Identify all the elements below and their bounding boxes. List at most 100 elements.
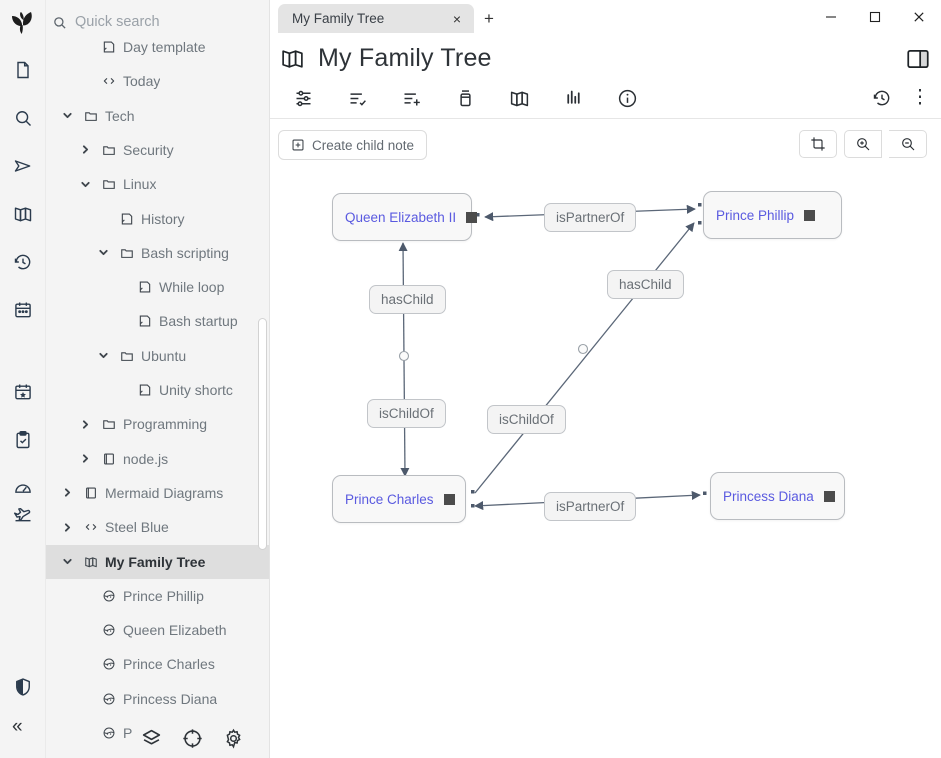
tree-item-label: Linux	[123, 176, 157, 193]
tree-item-tech[interactable]: Tech	[46, 99, 269, 133]
minimize-button[interactable]	[809, 0, 853, 33]
tree-item-day-template[interactable]: Day template	[46, 30, 269, 64]
edge-label-e2[interactable]: hasChild	[369, 285, 446, 314]
note-paths-button[interactable]	[438, 79, 492, 117]
tree-item-label: Mermaid Diagrams	[105, 484, 224, 501]
note-info-button[interactable]	[600, 79, 654, 117]
tree-item-programming[interactable]: Programming	[46, 407, 269, 441]
person-icon	[100, 692, 117, 706]
search-icon[interactable]	[7, 102, 39, 134]
note-page-icon[interactable]	[7, 54, 39, 86]
edge-label-e4[interactable]: isChildOf	[367, 399, 446, 428]
tree-item-label: Programming	[123, 416, 208, 433]
chevron-down-icon[interactable]	[58, 556, 76, 567]
tree-item-history[interactable]: History	[46, 202, 269, 236]
book-map-icon	[82, 555, 99, 569]
chevron-right-icon[interactable]	[76, 453, 94, 464]
note-type-square-icon	[804, 209, 816, 221]
graph-node-phillip[interactable]: Prince Phillip	[703, 191, 842, 239]
tree-item-prince-phillip[interactable]: Prince Phillip	[46, 579, 269, 613]
tree-scrollbar[interactable]	[258, 318, 267, 550]
quick-search-bar[interactable]: Quick search	[46, 0, 269, 44]
close-button[interactable]	[897, 0, 941, 33]
tree-item-security[interactable]: Security	[46, 133, 269, 167]
chevron-right-icon[interactable]	[76, 419, 94, 430]
note-revisions-button[interactable]	[867, 83, 897, 113]
clipboard-check-icon[interactable]	[7, 424, 39, 456]
owned-attributes-button[interactable]	[330, 79, 384, 117]
code-icon	[100, 74, 117, 88]
page-title[interactable]: My Family Tree	[318, 43, 492, 72]
main-content: My Family Tree × + My Family Tree	[270, 0, 941, 758]
zoom-in-button[interactable]	[844, 130, 882, 158]
tab-my-family-tree[interactable]: My Family Tree ×	[278, 4, 474, 33]
note-actions-menu[interactable]: ⋮	[905, 83, 935, 113]
tree-item-p[interactable]: P	[46, 716, 269, 750]
tree-item-ubuntu[interactable]: Ubuntu	[46, 339, 269, 373]
book-map-icon[interactable]	[280, 46, 305, 71]
layers-icon[interactable]	[141, 728, 162, 749]
edge-label-e1[interactable]: isPartnerOf	[544, 203, 637, 232]
new-tab-button[interactable]: +	[484, 9, 494, 28]
ribbon-right-buttons: ⋮	[867, 78, 935, 118]
edge-label-e5[interactable]: isChildOf	[487, 405, 566, 434]
similar-notes-button[interactable]	[546, 79, 600, 117]
tree-item-prince-charles[interactable]: Prince Charles	[46, 647, 269, 681]
chevron-down-icon[interactable]	[76, 179, 94, 190]
note-map-button[interactable]	[492, 79, 546, 117]
tree-item-today[interactable]: Today	[46, 64, 269, 98]
crosshair-icon[interactable]	[182, 728, 203, 749]
chevron-down-icon[interactable]	[94, 247, 112, 258]
book-map-icon[interactable]	[7, 198, 39, 230]
gauge-icon[interactable]	[7, 472, 39, 504]
chevron-right-icon[interactable]	[76, 144, 94, 155]
chevron-down-icon[interactable]	[94, 350, 112, 361]
edge-label-e3[interactable]: hasChild	[607, 270, 684, 299]
note-type-square-icon	[466, 211, 478, 223]
chevron-down-icon[interactable]	[58, 110, 76, 121]
graph-node-charles[interactable]: Prince Charles	[332, 475, 466, 523]
tree-item-label: While loop	[159, 279, 225, 296]
tree-item-princess-diana[interactable]: Princess Diana	[46, 682, 269, 716]
tree-item-bash-scripting[interactable]: Bash scripting	[46, 236, 269, 270]
tree-item-unity-shortc[interactable]: Unity shortc	[46, 373, 269, 407]
chevron-right-icon[interactable]	[58, 487, 76, 498]
graph-node-qe2[interactable]: Queen Elizabeth II	[332, 193, 478, 241]
tree-item-node-js[interactable]: node.js	[46, 442, 269, 476]
zoom-out-button[interactable]	[889, 130, 927, 158]
tree-item-label: Tech	[105, 107, 135, 124]
note-type-square-icon	[443, 493, 455, 505]
folder-icon	[118, 349, 135, 363]
inherited-attributes-button[interactable]	[384, 79, 438, 117]
tree-item-label: Princess Diana	[123, 690, 218, 707]
graph-node-diana[interactable]: Princess Diana	[710, 472, 845, 520]
tree-item-queen-elizabeth[interactable]: Queen Elizabeth	[46, 613, 269, 647]
create-child-note-label: Create child note	[312, 137, 415, 153]
book-icon	[82, 486, 99, 500]
plane-icon[interactable]	[7, 498, 39, 530]
shield-icon[interactable]	[7, 671, 39, 703]
tree-item-linux[interactable]: Linux	[46, 167, 269, 201]
tree-item-bash-startup[interactable]: Bash startup	[46, 304, 269, 338]
calendar-star-icon[interactable]	[7, 376, 39, 408]
chevron-right-icon[interactable]	[58, 522, 76, 533]
split-pane-icon[interactable]	[905, 46, 931, 72]
tree-item-steel-blue[interactable]: Steel Blue	[46, 510, 269, 544]
send-jump-icon[interactable]	[7, 150, 39, 182]
maximize-button[interactable]	[853, 0, 897, 33]
tree-item-mermaid-diagrams[interactable]: Mermaid Diagrams	[46, 476, 269, 510]
clock-history-icon[interactable]	[7, 246, 39, 278]
close-icon[interactable]: ×	[452, 10, 462, 27]
gear-icon[interactable]	[223, 728, 244, 749]
create-child-note-button[interactable]: Create child note	[278, 130, 428, 160]
calendar-icon[interactable]	[7, 294, 39, 326]
tree-item-while-loop[interactable]: While loop	[46, 270, 269, 304]
tree-item-my-family-tree[interactable]: My Family Tree	[46, 544, 269, 579]
tab-bar: My Family Tree × +	[270, 0, 941, 33]
basic-properties-button[interactable]	[276, 79, 330, 117]
collapse-sidebar-button[interactable]: «	[12, 716, 23, 737]
fit-to-view-button[interactable]	[799, 130, 837, 158]
edge-label-e6[interactable]: isPartnerOf	[544, 492, 637, 521]
